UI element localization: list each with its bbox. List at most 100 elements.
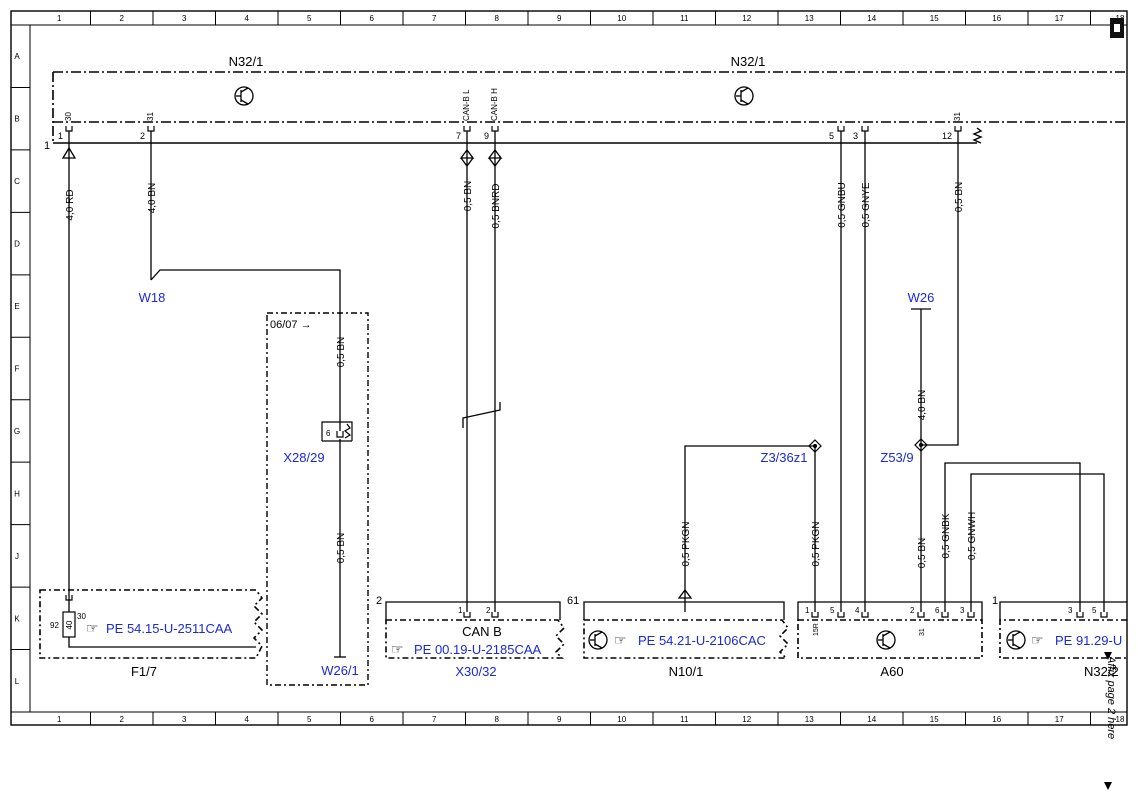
grid-column-label: 7 <box>432 14 437 23</box>
wires <box>61 131 1105 658</box>
pin-label: 15R <box>813 623 820 636</box>
transistor-icon <box>1006 630 1026 650</box>
connector-pins <box>1076 612 1108 618</box>
grid-column-label: 1 <box>57 715 62 724</box>
ref-pe-f17[interactable]: PE 54.15-U-2511CAA <box>106 621 233 636</box>
pin-number: 2 <box>140 131 145 141</box>
grid-column-label: 8 <box>495 715 500 724</box>
page-corner-icon <box>1110 18 1124 38</box>
n32-2-box <box>999 601 1127 620</box>
a60-box <box>797 601 983 620</box>
pin-number: 5 <box>829 131 834 141</box>
grid-row-label: E <box>14 302 19 311</box>
connector-pins <box>463 612 499 618</box>
wire-label: 0,5 BN <box>917 538 928 569</box>
grid-column-label: 3 <box>182 715 187 724</box>
pe-hand-icon: ☞ <box>391 641 404 657</box>
wire-label: 0,5 BN <box>463 181 474 212</box>
pin-number: 3 <box>853 131 858 141</box>
pin-number: 1 <box>458 606 463 615</box>
grid-column-label: 2 <box>120 14 125 23</box>
pin-number: 12 <box>942 131 952 141</box>
f1-7-box <box>39 589 264 659</box>
box-number: 2 <box>376 595 382 607</box>
fuse-value: 40 <box>65 620 74 629</box>
wire-label: 0,5 GNWH <box>967 512 978 560</box>
ref-w18[interactable]: W18 <box>139 290 166 305</box>
date-code-box <box>266 312 369 686</box>
wire-label: 0,5 BN <box>336 337 347 368</box>
pin-number: 92 <box>50 621 59 630</box>
label-n32-2: N32/2 <box>1084 664 1119 679</box>
grid-column-label: 2 <box>120 715 125 724</box>
grid-column-label: 6 <box>370 14 375 23</box>
transistor-icon <box>734 86 754 106</box>
splice-icon <box>808 439 822 453</box>
ref-z53-9[interactable]: Z53/9 <box>880 450 913 465</box>
grid-row-label: A <box>14 52 20 61</box>
ref-z3-36z1[interactable]: Z3/36z1 <box>761 450 808 465</box>
grid-column-label: 17 <box>1055 715 1064 724</box>
wire-label: 4,0 BN <box>917 390 928 421</box>
label-f1-7: F1/7 <box>131 664 157 679</box>
grid-row-label: K <box>14 614 20 623</box>
n32-2-box-lower <box>999 619 1127 659</box>
box-number: 1 <box>992 595 998 607</box>
x30-32-box <box>385 601 561 620</box>
n10-1-box-lower <box>583 619 790 659</box>
label-a60: A60 <box>880 664 903 679</box>
grid-row-label: L <box>15 677 20 686</box>
pin-number: 5 <box>1092 606 1097 615</box>
pe-hand-icon: ☞ <box>86 620 99 636</box>
grid-column-label: 16 <box>992 14 1001 23</box>
ref-w26[interactable]: W26 <box>908 290 935 305</box>
bus-line <box>53 127 983 144</box>
a60-box-lower <box>797 619 983 659</box>
box-number: 61 <box>567 595 579 607</box>
grid-column-label: 7 <box>432 715 437 724</box>
pin-label: 31 <box>953 112 962 121</box>
grid-column-label: 3 <box>182 14 187 23</box>
grid-column-label: 10 <box>617 715 626 724</box>
label-n10-1: N10/1 <box>669 664 704 679</box>
wire-label: 0,5 GNBK <box>941 513 952 558</box>
grid-column-label: 17 <box>1055 14 1064 23</box>
pin-label: CAN-B H <box>490 88 499 121</box>
pin-number: 1 <box>805 606 810 615</box>
wire-label: 0,5 BN <box>336 533 347 564</box>
grid-column-label: 5 <box>307 715 312 724</box>
pin-label: CAN-B L <box>462 89 471 121</box>
grid-column-label: 4 <box>245 715 250 724</box>
pin-label: 31 <box>919 628 926 636</box>
transistor-icon <box>234 86 254 106</box>
pin-number: 4 <box>855 606 860 615</box>
pin-number: 1 <box>58 131 63 141</box>
wire-label: 0,5 BNRD <box>491 183 502 228</box>
ref-pe-x3032[interactable]: PE 00.19-U-2185CAA <box>414 642 542 657</box>
grid-column-label: 4 <box>245 14 250 23</box>
n32-1-label-right: N32/1 <box>731 54 766 69</box>
wire-label: 0,5 BN <box>954 182 965 213</box>
grid-column-label: 16 <box>992 715 1001 724</box>
grid-column-label: 6 <box>370 715 375 724</box>
x30-32-box-lower <box>385 619 566 659</box>
wire-label: 0,5 PKGN <box>811 521 822 566</box>
ref-w26-1[interactable]: W26/1 <box>321 663 359 678</box>
transistor-icon <box>876 630 896 650</box>
grid-column-label: 14 <box>867 715 876 724</box>
pin-label: 30 <box>64 112 73 121</box>
bus-number: 1 <box>44 140 50 152</box>
ref-pe-n101[interactable]: PE 54.21-U-2106CAC <box>638 633 766 648</box>
pe-hand-icon: ☞ <box>614 632 627 648</box>
label-x30-32[interactable]: X30/32 <box>455 664 496 679</box>
wire-label: 4,0 RD <box>65 189 76 220</box>
grid-column-label: 14 <box>867 14 876 23</box>
pin-number: 7 <box>456 131 461 141</box>
pin-label: 31 <box>146 112 155 121</box>
ref-pe-n322[interactable]: PE 91.29-U <box>1055 633 1122 648</box>
ref-x28-29[interactable]: X28/29 <box>283 450 324 465</box>
n10-1-box <box>583 601 785 620</box>
pe-hand-icon: ☞ <box>1031 632 1044 648</box>
grid-column-label: 1 <box>57 14 62 23</box>
